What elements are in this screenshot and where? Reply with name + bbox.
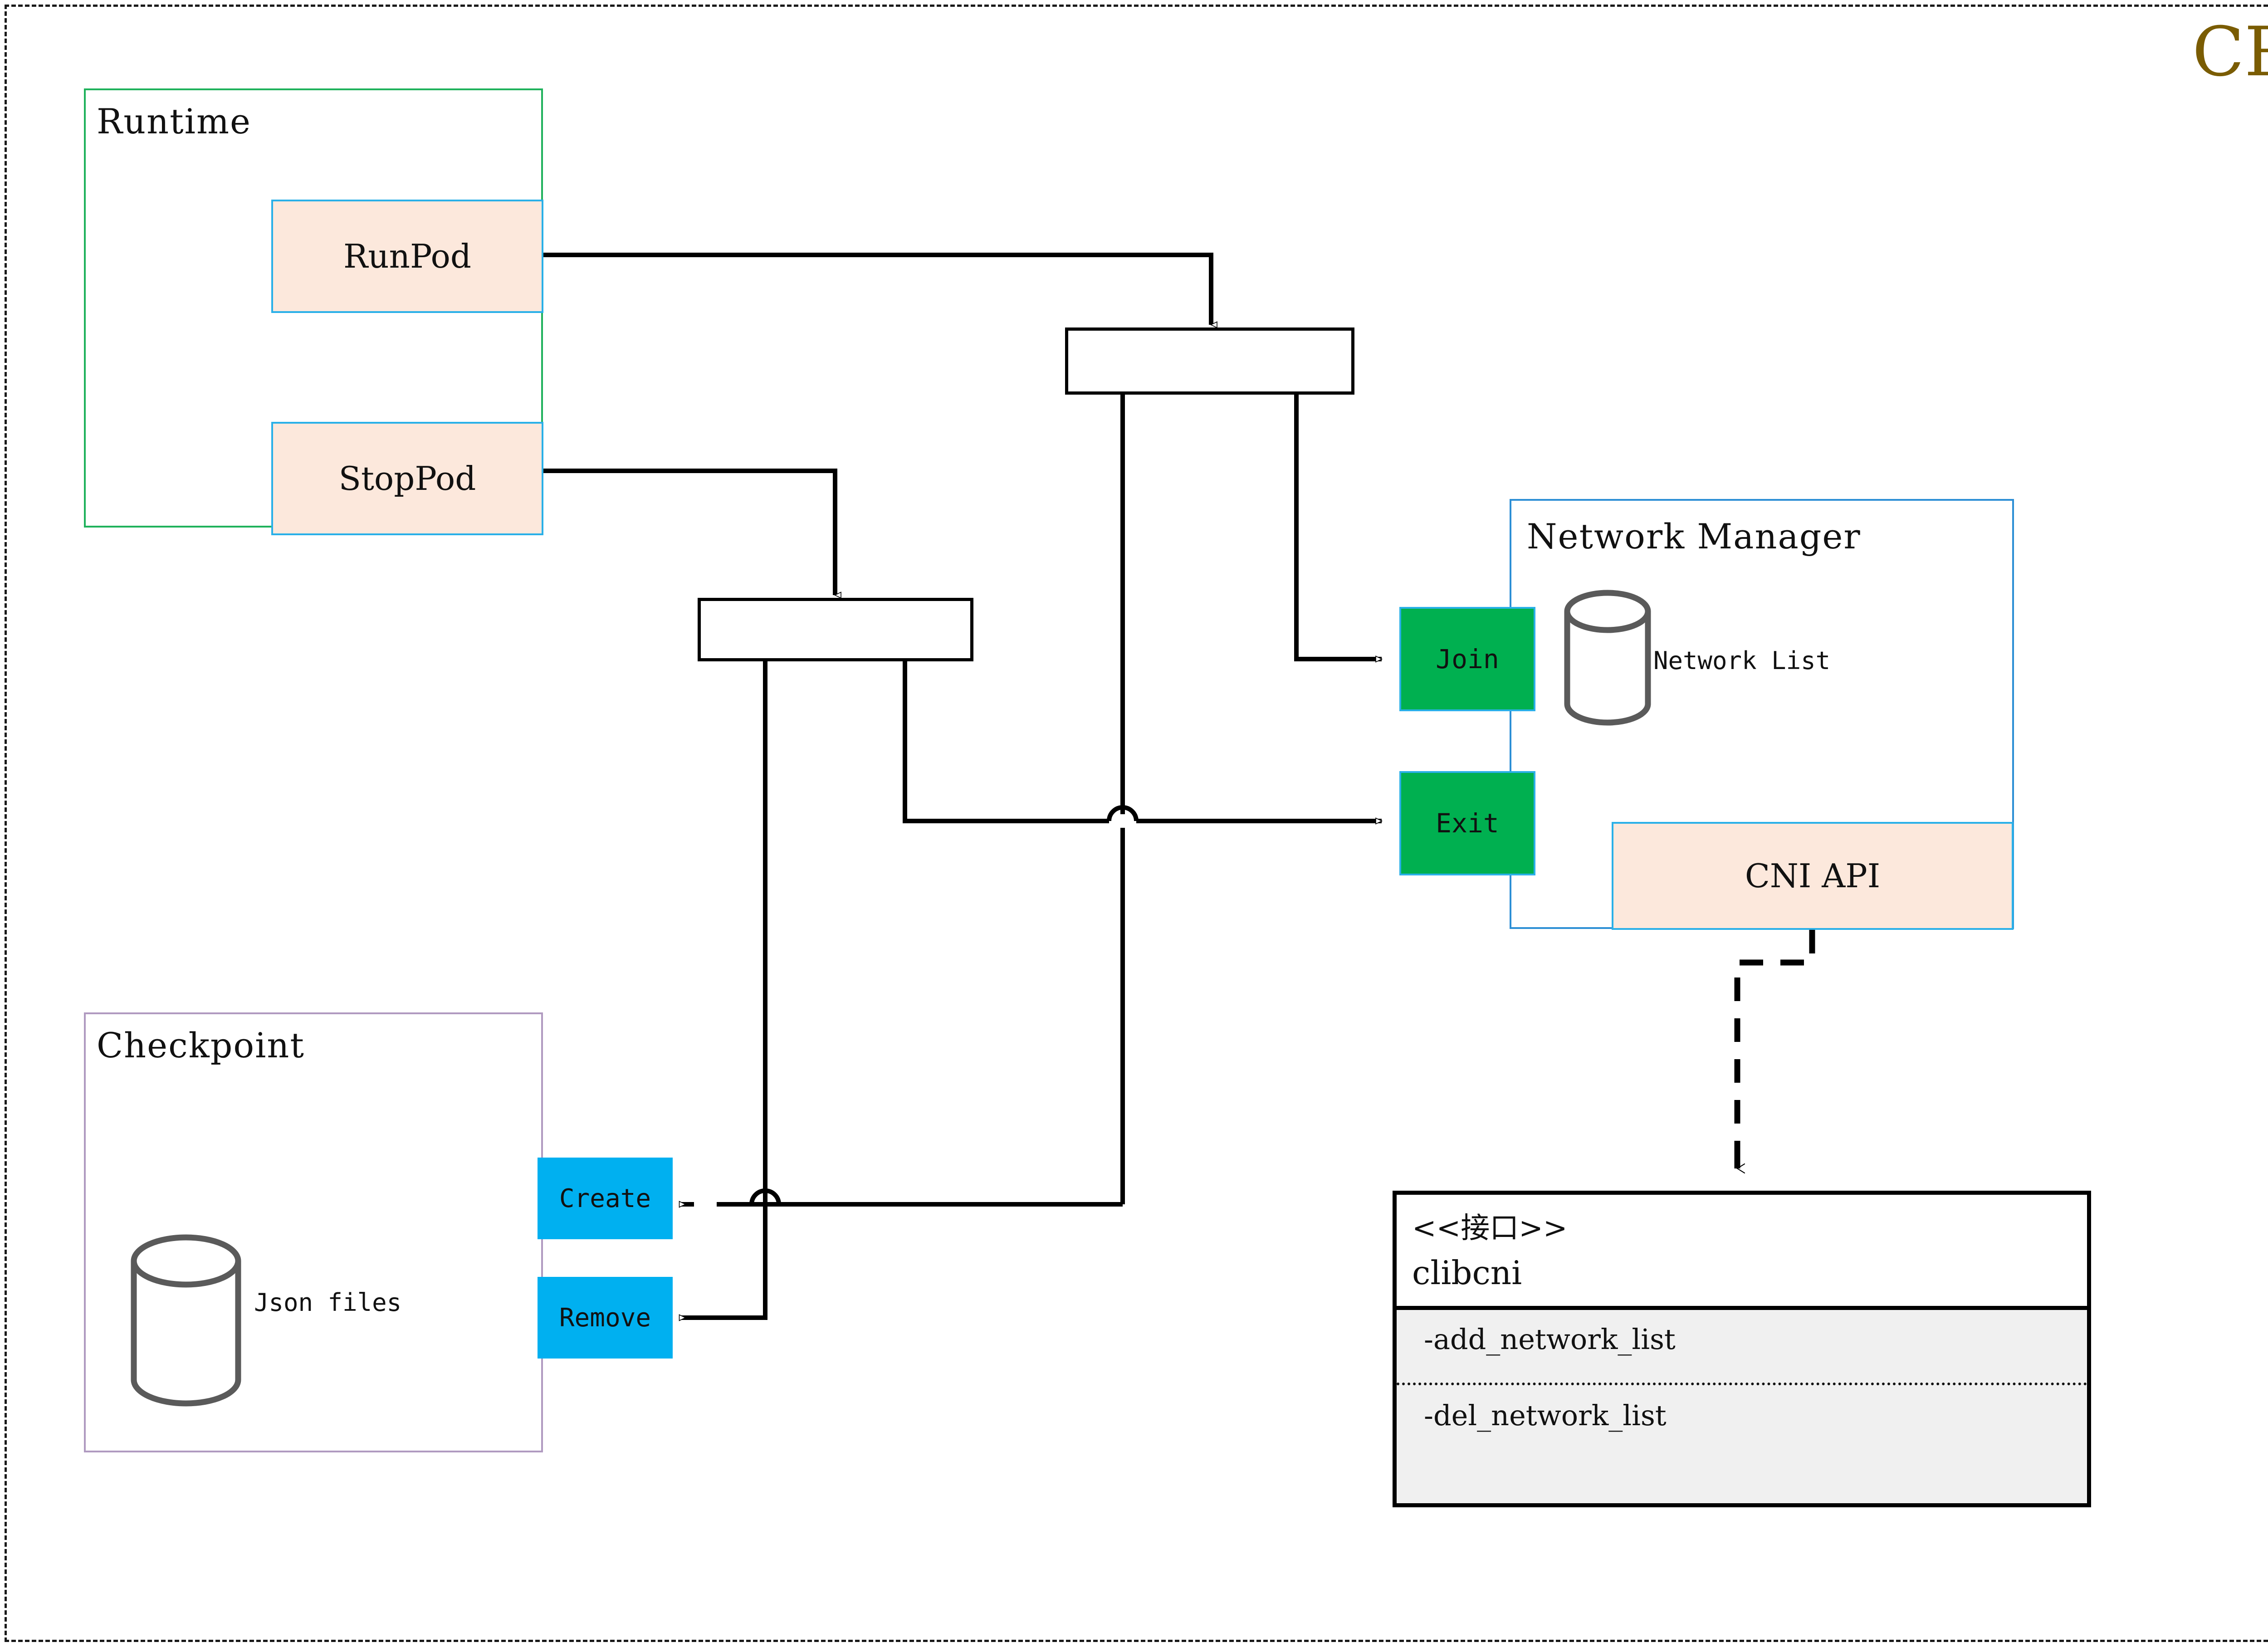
node-remove[interactable]: Remove bbox=[538, 1277, 673, 1359]
node-join-label: Join bbox=[1436, 644, 1499, 674]
group-network-manager-title: Network Manager bbox=[1527, 516, 1861, 557]
edge-cniapi-to-clibcni bbox=[1734, 930, 1815, 1168]
diagram-title: CRI bbox=[2192, 13, 2268, 92]
json-files-cylinder-icon bbox=[131, 1234, 241, 1407]
diagram-outer-frame bbox=[5, 5, 2268, 1642]
edge-fork-bottom-right-leg-to-exit bbox=[903, 661, 1382, 821]
interface-stereotype: <<接口>> bbox=[1412, 1212, 1568, 1245]
interface-operation-separator bbox=[1397, 1383, 2087, 1385]
node-remove-label: Remove bbox=[559, 1303, 651, 1333]
fork-bar-stoppod bbox=[698, 598, 973, 661]
interface-operation: -add_network_list bbox=[1424, 1323, 1676, 1356]
edge-runpod-to-fork bbox=[543, 253, 1211, 325]
fork-bar-runpod bbox=[1065, 327, 1354, 395]
node-join[interactable]: Join bbox=[1399, 607, 1535, 711]
edge-fork-top-left-leg bbox=[717, 395, 1125, 1207]
interface-operations-compartment: -add_network_list -del_network_list bbox=[1397, 1306, 2087, 1503]
node-exit[interactable]: Exit bbox=[1399, 771, 1535, 875]
group-runtime-title: Runtime bbox=[97, 101, 252, 142]
json-files-label: Json files bbox=[254, 1288, 402, 1317]
node-exit-label: Exit bbox=[1436, 808, 1499, 839]
interface-operation: -del_network_list bbox=[1424, 1399, 1667, 1432]
network-list-cylinder-icon bbox=[1564, 590, 1651, 726]
interface-clibcni-header: <<接口>> clibcni bbox=[1397, 1195, 2087, 1306]
interface-clibcni: <<接口>> clibcni -add_network_list -del_ne… bbox=[1393, 1191, 2091, 1507]
edge-stoppod-to-fork bbox=[543, 469, 835, 595]
node-cni-api-label: CNI API bbox=[1745, 857, 1881, 895]
edge-fork-bottom-left-leg-to-remove bbox=[679, 661, 767, 1318]
node-runpod-label: RunPod bbox=[343, 237, 471, 275]
network-list-label: Network List bbox=[1653, 646, 1831, 675]
line-hop-exit bbox=[1107, 805, 1139, 821]
node-create-label: Create bbox=[559, 1183, 651, 1213]
node-cni-api[interactable]: CNI API bbox=[1612, 822, 2014, 930]
node-stoppod[interactable]: StopPod bbox=[271, 422, 543, 535]
node-runpod[interactable]: RunPod bbox=[271, 200, 543, 313]
node-stoppod-label: StopPod bbox=[338, 459, 476, 498]
edge-fork-top-right-leg-to-join bbox=[1294, 395, 1382, 659]
line-hop-create bbox=[749, 1188, 781, 1205]
interface-name: clibcni bbox=[1412, 1254, 1522, 1292]
group-checkpoint-title: Checkpoint bbox=[97, 1025, 305, 1065]
node-create[interactable]: Create bbox=[538, 1158, 673, 1239]
